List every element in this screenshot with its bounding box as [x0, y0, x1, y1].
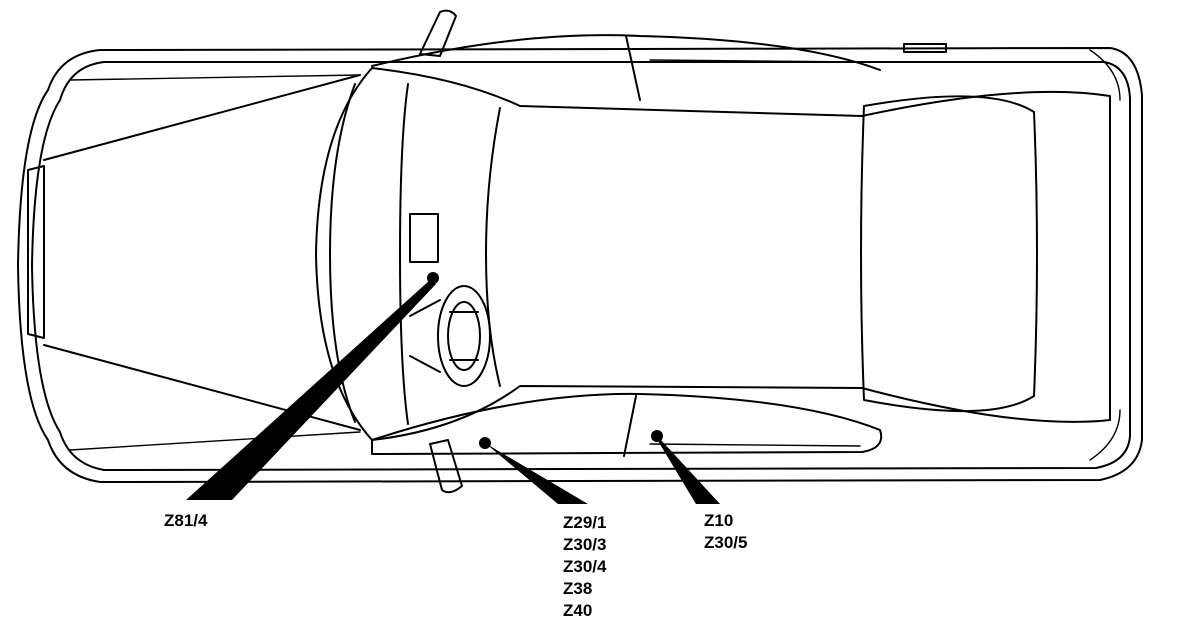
callout-group-c2: Z29/1 Z30/3 Z30/4 Z38 Z40 — [563, 513, 607, 620]
car-body-outline — [17, 34, 1143, 483]
callout-label-c2-2: Z30/3 — [563, 535, 606, 554]
callout-marker-c1 — [186, 272, 439, 500]
callout-label-c2-3: Z30/4 — [563, 557, 607, 576]
callout-marker-c2 — [479, 437, 588, 504]
callout-label-c2-4: Z38 — [563, 579, 592, 598]
callout-label-c2-5: Z40 — [563, 601, 592, 620]
callout-group-c3: Z10 Z30/5 — [704, 511, 747, 552]
mirror-left — [419, 9, 457, 57]
callout-label-c2-1: Z29/1 — [563, 513, 606, 532]
mirror-right — [429, 439, 463, 494]
callout-label-c1: Z81/4 — [164, 511, 208, 530]
callout-marker-c3 — [651, 430, 720, 504]
callout-label-c3-2: Z30/5 — [704, 533, 747, 552]
steering-wheel — [409, 285, 491, 387]
callout-label-c3-1: Z10 — [704, 511, 733, 530]
